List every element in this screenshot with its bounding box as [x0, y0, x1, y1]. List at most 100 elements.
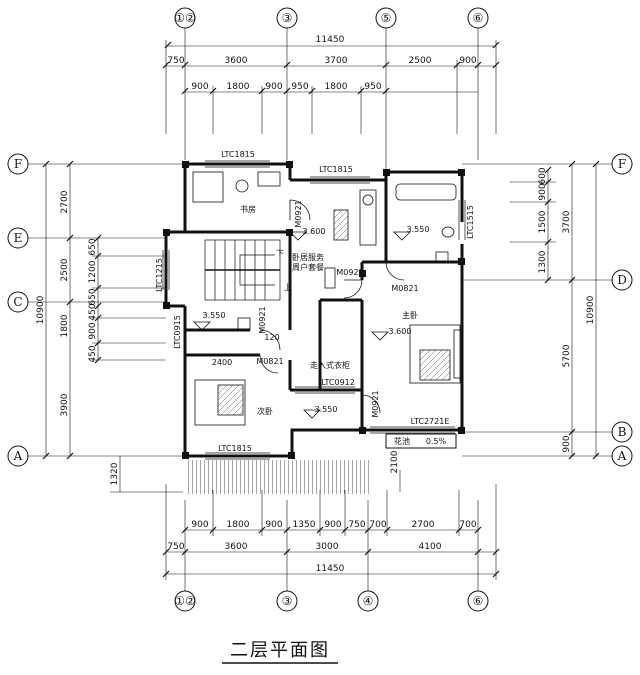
dim-bottom-r2-0: 900 [191, 520, 208, 530]
dim-lines-bottom [162, 484, 500, 580]
dim-text-top: 11450 750 3600 3700 2500 900 900 1800 90… [167, 35, 476, 92]
label-120: 120 [264, 333, 279, 342]
door-label-2: M0921 [336, 268, 363, 277]
level-labels: 3.600 3.550 3.550 3.600 3.550 [203, 225, 430, 414]
dim-top-r2-4: 1800 [325, 82, 348, 92]
window-label-3: LTC1815 [218, 444, 252, 453]
axis-left-c: C [13, 295, 22, 309]
dim-top-r1-1: 3600 [225, 56, 248, 66]
axis-right-a: A [617, 449, 627, 463]
dim-bottom-total: 11450 [316, 564, 345, 574]
dim-right-r2-2: 1500 [538, 210, 548, 233]
dim-bottom-r1-2: 3000 [316, 542, 339, 552]
axis-top-1: ①② [174, 11, 196, 25]
dim-left-r1-1: 2500 [60, 258, 70, 281]
window-label-2: LTC1815 [319, 165, 353, 174]
page-title: 二层平面图 [230, 640, 330, 661]
dim-text-right: 600 900 1500 1300 3700 5700 900 10900 21… [390, 167, 596, 473]
dim-right-r1-2: 900 [562, 435, 572, 452]
wall-columns [163, 161, 465, 459]
door-label-3: M0821 [391, 284, 418, 293]
dim-right-r2-1: 900 [538, 183, 548, 200]
window-label-1: LTC1815 [221, 150, 255, 159]
dim-top-r1-0: 750 [167, 56, 184, 66]
dim-right-r2-3: 1300 [538, 250, 548, 273]
dim-bottom-r2-2: 900 [265, 520, 282, 530]
axis-bottom-6: ⑥ [473, 594, 484, 608]
dim-lines-left [42, 160, 183, 493]
dim-top-total: 11450 [316, 35, 345, 45]
door-labels: M0921 M0921 M0821 M0921 M0921 M0821 [256, 200, 418, 417]
dim-left-total: 10900 [36, 295, 46, 324]
level-label-3: 3.550 [203, 311, 226, 320]
dim-top-r1-4: 900 [459, 56, 476, 66]
dim-bottom-r2-7: 2700 [412, 520, 435, 530]
room-master: 主卧 [402, 310, 418, 320]
room-study: 书房 [240, 204, 256, 214]
axis-right-f: F [618, 157, 626, 171]
dim-bottom-r2-3: 1350 [293, 520, 316, 530]
dim-left-r2-0: 650 [88, 238, 98, 255]
dim-right-r2-0: 600 [538, 167, 548, 184]
slope-label: 0.5% [426, 437, 447, 446]
dim-bottom-r2-1: 1800 [227, 520, 250, 530]
window-label-6: LTC0915 [173, 315, 182, 349]
dim-bottom-r1-1: 3600 [225, 542, 248, 552]
dim-lines-right [399, 160, 600, 492]
dim-left-r1-2: 1800 [60, 314, 70, 337]
dim-bottom-r2-5: 750 [348, 520, 365, 530]
dim-left-r2-5: 450 [88, 345, 98, 362]
dim-bottom-r1-0: 750 [167, 542, 184, 552]
dim-right-r1-0: 3700 [562, 210, 572, 233]
dim-bottom-r2-8: 700 [459, 520, 476, 530]
planter-box [385, 433, 457, 449]
dim-bottom-r1-3: 4100 [419, 542, 442, 552]
axis-top-3: ③ [282, 11, 293, 25]
axis-top-5: ⑤ [381, 11, 392, 25]
axis-right-b: B [618, 425, 627, 439]
furniture [192, 171, 463, 426]
window-label-5: LTC1215 [155, 258, 164, 292]
room-shared-line2: 周户套餐 [292, 262, 324, 272]
window-labels: LTC1815 LTC1815 LTC1815 LTC1515 LTC1215 … [155, 150, 475, 453]
dim-bottom-r2-4: 900 [324, 520, 341, 530]
door-label-6: M0821 [256, 357, 283, 366]
axis-top-6: ⑥ [473, 11, 484, 25]
dim-top-r2-2: 900 [265, 82, 282, 92]
dim-top-r2-1: 1800 [227, 82, 250, 92]
dim-left-r2-1: 1200 [88, 260, 98, 283]
dim-left-r2-4: 900 [88, 322, 98, 339]
level-label-2: 3.550 [407, 225, 430, 234]
dim-left-extra: 1320 [110, 462, 120, 485]
axis-right-d: D [617, 273, 627, 287]
axis-bottom-3: ③ [282, 594, 293, 608]
room-walkin: 走入式衣柜 [310, 360, 350, 370]
dim-right-r1-1: 5700 [562, 344, 572, 367]
misc-labels: 下 上 120 2400 花池 0.5% [212, 249, 447, 446]
door-label-5: M0921 [371, 390, 380, 417]
dim-left-r1-3: 3900 [60, 393, 70, 416]
dim-top-r2-0: 900 [191, 82, 208, 92]
level-label-4: 3.600 [389, 327, 412, 336]
door-label-1: M0921 [294, 200, 303, 227]
planter-label: 花池 [394, 436, 410, 446]
dim-left-r1-0: 2700 [60, 190, 70, 213]
room-shared-line1: 卧居服务 [292, 252, 324, 262]
door-label-4: M0921 [258, 306, 267, 333]
dim-bottom-r2-6: 700 [369, 520, 386, 530]
door-swings [259, 199, 405, 414]
dim-top-r2-5: 950 [364, 82, 381, 92]
stair-down-label: 下 [276, 249, 284, 258]
stair-up-label: 上 [284, 283, 292, 292]
dim-right-extra: 2100 [390, 450, 400, 473]
dim-right-total: 10900 [586, 295, 596, 324]
window-label-4: LTC1515 [466, 205, 475, 239]
axis-bottom-4: ④ [363, 594, 374, 608]
axis-left-f: F [14, 157, 22, 171]
dim-top-r2-3: 950 [291, 82, 308, 92]
dim-left-r2-2: 650 [88, 288, 98, 305]
dim-top-r1-2: 3700 [325, 56, 348, 66]
axis-labels: ①② ③ ⑤ ⑥ ①② ③ ④ ⑥ F E C A F D B A [13, 11, 627, 608]
dim-text-bottom: 900 1800 900 1350 900 750 700 2700 700 7… [167, 520, 476, 574]
